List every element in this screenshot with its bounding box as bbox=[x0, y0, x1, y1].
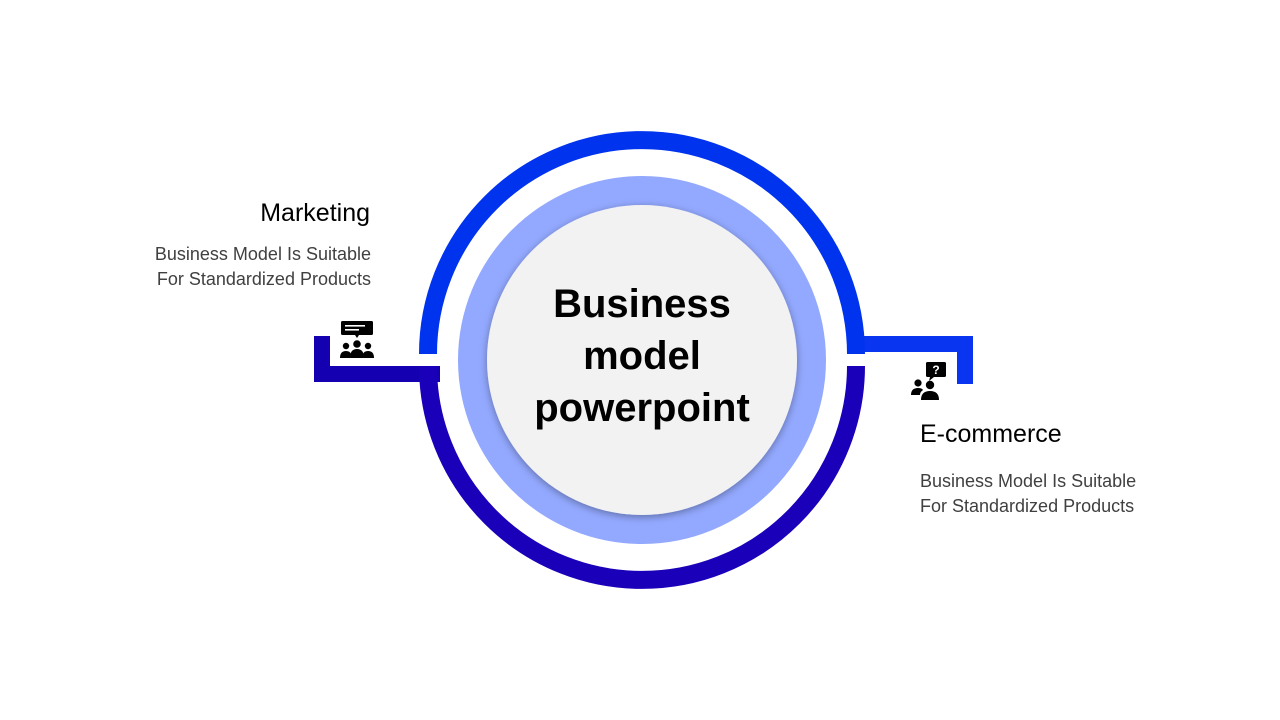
center-title-line-3: powerpoint bbox=[534, 386, 750, 430]
ecommerce-description-line-2: For Standardized Products bbox=[920, 496, 1135, 516]
right-bracket bbox=[849, 336, 973, 384]
center-title-line-2: model bbox=[583, 334, 701, 378]
marketing-description: Business Model Is Suitable For Standardi… bbox=[155, 242, 371, 292]
outer-ring-bottom-arc bbox=[419, 365, 865, 589]
center-title: Business model powerpoint bbox=[490, 278, 794, 434]
core-circle bbox=[487, 205, 797, 515]
ecommerce-heading: E-commerce bbox=[920, 420, 1062, 448]
marketing-description-line-2: For Standardized Products bbox=[156, 269, 371, 289]
audience-presentation-icon bbox=[340, 321, 374, 358]
ecommerce-description-line-1: Business Model Is Suitable bbox=[920, 471, 1137, 491]
ecommerce-description: Business Model Is Suitable For Standardi… bbox=[920, 469, 1136, 519]
ring-gap-right bbox=[846, 354, 866, 366]
marketing-heading: Marketing bbox=[260, 199, 370, 227]
outer-ring-top-arc bbox=[419, 131, 865, 355]
customer-question-icon: ? bbox=[911, 362, 946, 400]
svg-text:?: ? bbox=[932, 363, 939, 377]
left-bracket bbox=[314, 336, 440, 382]
center-title-line-1: Business bbox=[553, 282, 731, 326]
marketing-description-line-1: Business Model Is Suitable bbox=[154, 244, 371, 264]
ring-gap-left bbox=[419, 354, 439, 366]
